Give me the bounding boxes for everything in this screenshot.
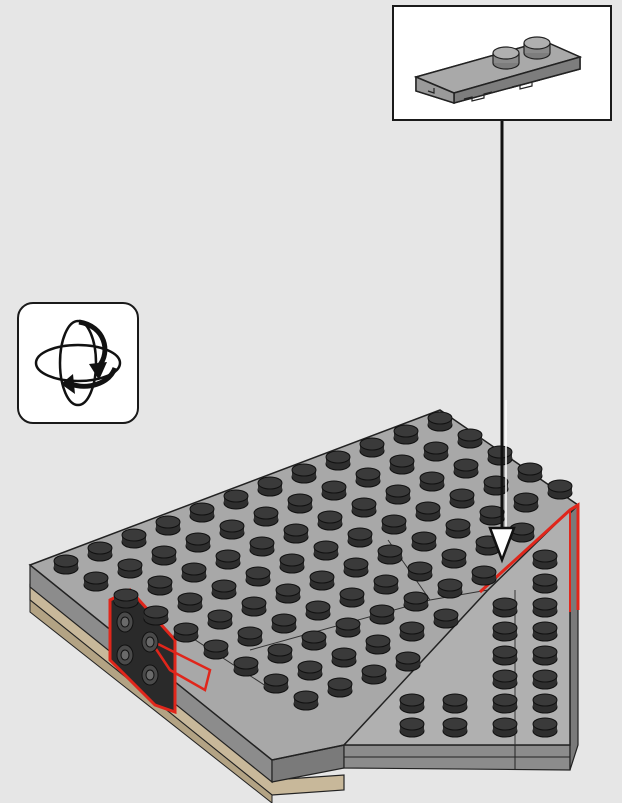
arrow-head-icon [490,528,514,560]
